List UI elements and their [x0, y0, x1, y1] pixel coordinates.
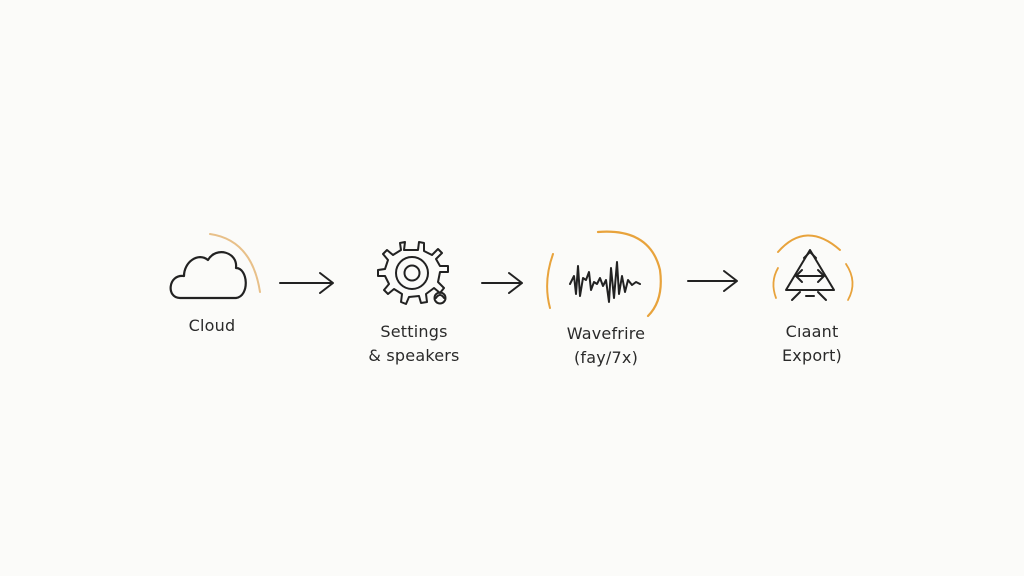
label-settings: Settings & speakers: [354, 320, 474, 368]
waveform-accent-arc-left: [546, 253, 554, 309]
waveform-accent-arc-right: [596, 230, 662, 318]
export-accent-arc-left: [772, 267, 779, 299]
arrow-1: [279, 272, 334, 294]
step-waveform: [546, 230, 662, 318]
label-settings-line-2: & speakers: [368, 346, 460, 365]
arrow-2: [481, 272, 523, 294]
label-waveform-line-1: Wavefrire: [566, 324, 646, 343]
export-accent-arc-right: [845, 263, 854, 301]
cloud-accent-arc: [209, 233, 261, 293]
label-export-line-1: Cıaant: [785, 322, 839, 341]
step-export: [772, 234, 854, 301]
label-settings-line-1: Settings: [380, 322, 448, 341]
waveform-icon: [569, 261, 641, 303]
arrow-3: [687, 270, 738, 292]
export-accent-arc-top: [777, 234, 841, 253]
triangle-export-icon: [785, 249, 835, 301]
label-export-line-2: Export): [781, 346, 843, 365]
label-export: Cıaant Export): [756, 320, 868, 368]
label-cloud: Cloud: [162, 314, 262, 338]
cloud-icon: [169, 251, 247, 300]
label-cloud-line-1: Cloud: [188, 316, 236, 335]
label-waveform-line-2: (fay/7x): [573, 348, 639, 367]
gear-icon: [377, 241, 449, 305]
step-cloud: [169, 233, 261, 300]
label-waveform: Wavefrire (fay/7x): [546, 322, 666, 370]
